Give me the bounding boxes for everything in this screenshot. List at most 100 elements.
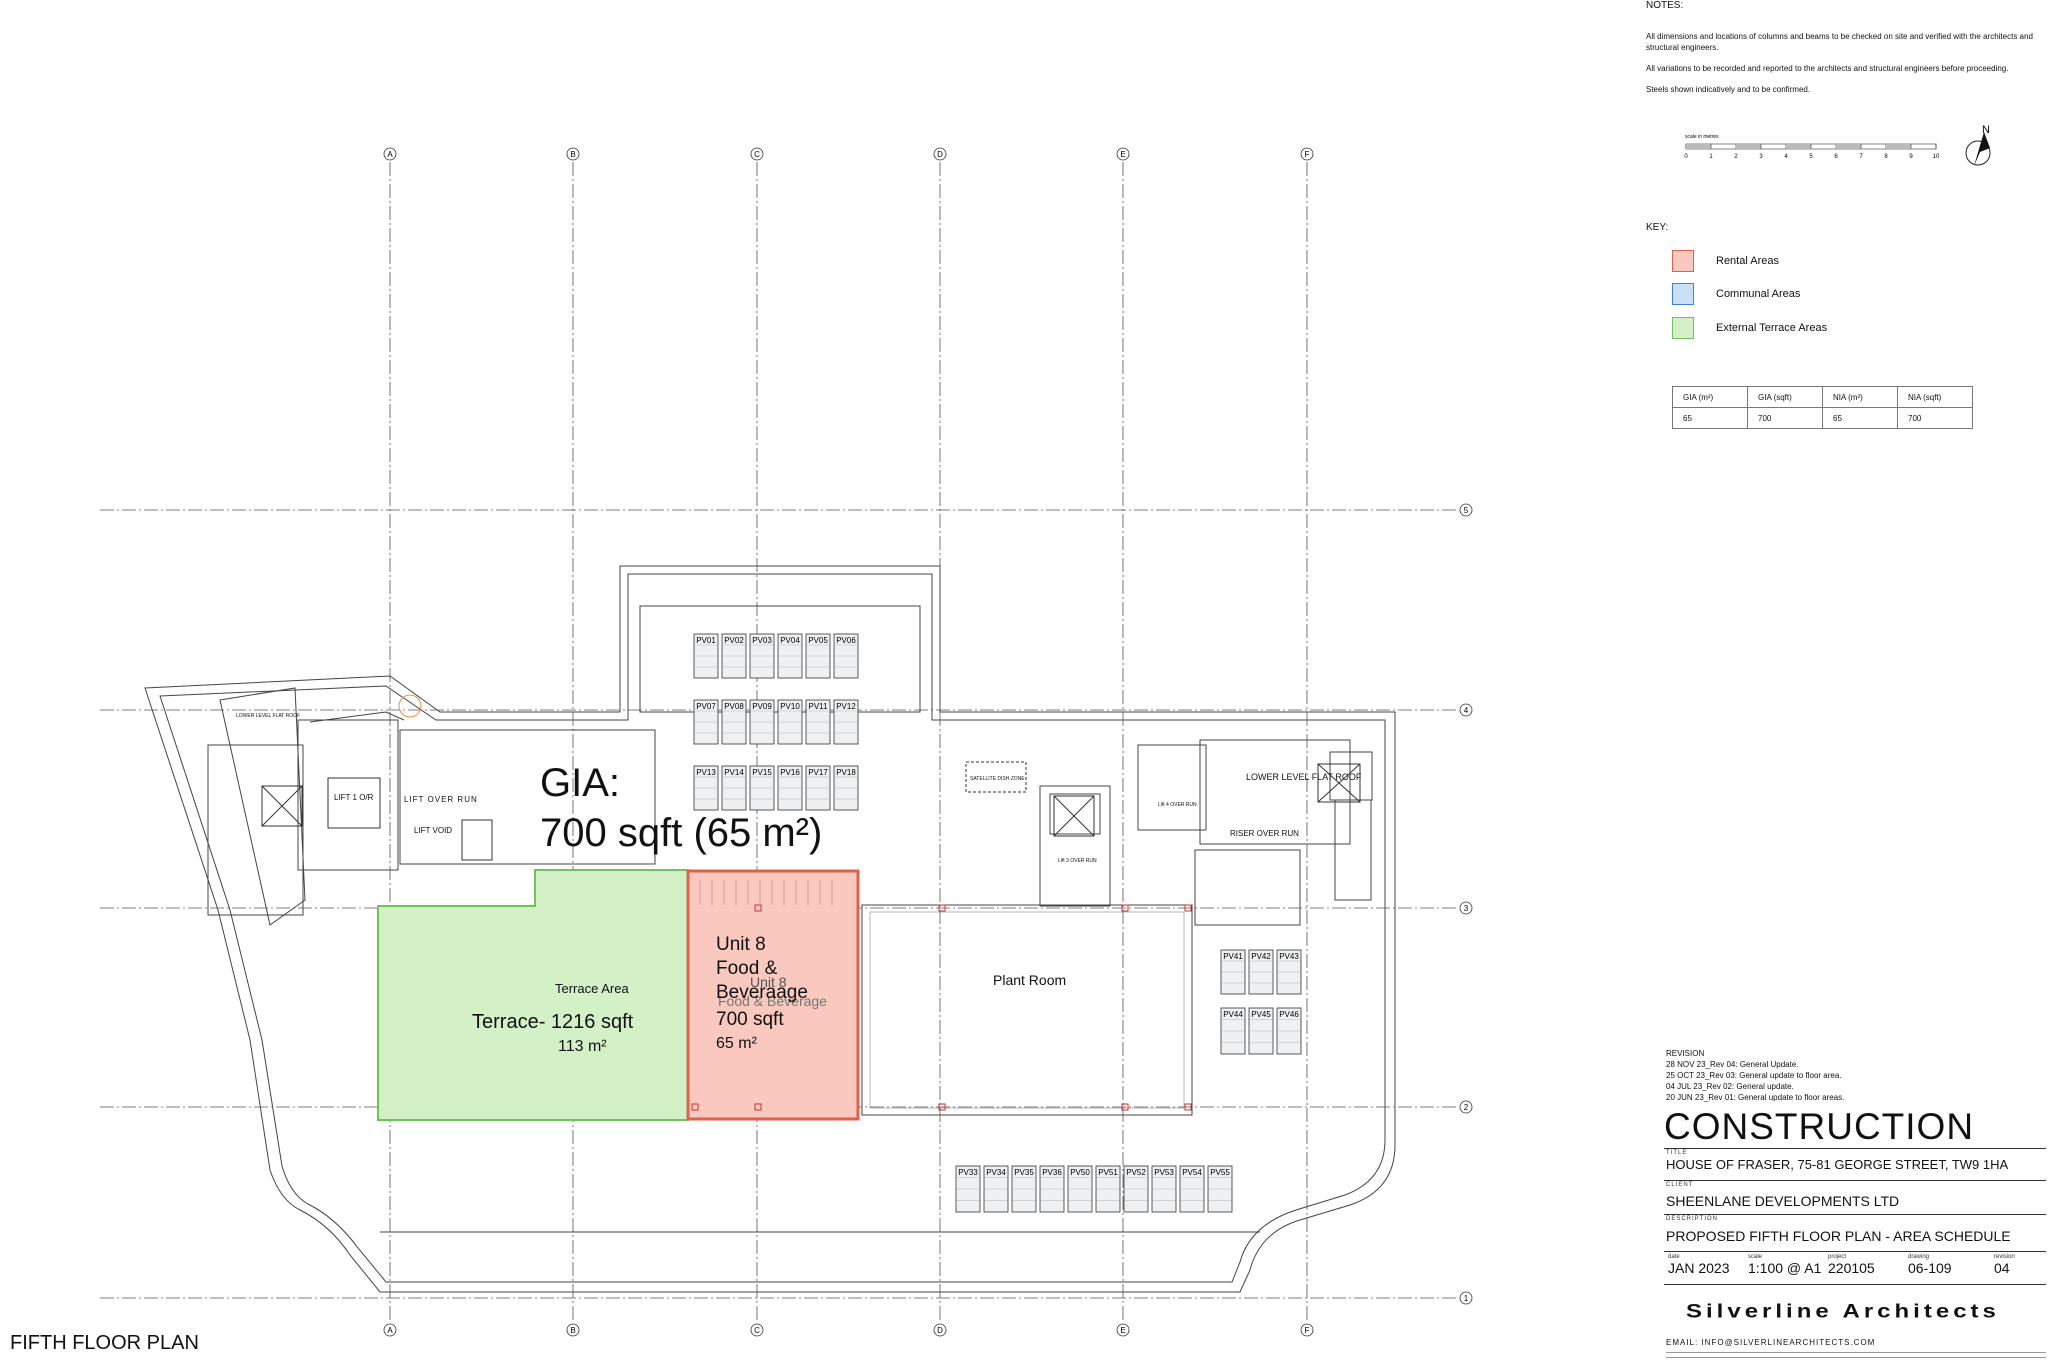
grid-bubble-c [750, 1323, 764, 1337]
table-row: 65 700 65 700 [1672, 407, 1973, 429]
key-swatch-rental [1672, 250, 1694, 272]
revision-line: 04 JUL 23_Rev 02: General update. [1666, 1082, 1794, 1091]
scale-tick-label: 7 [1859, 154, 1863, 160]
pv-panel-label: PV45 [1251, 1010, 1271, 1019]
unit-8-rental-area [686, 869, 860, 1121]
grid-label-f: F [1305, 150, 1310, 159]
pv-panel-label: PV43 [1279, 952, 1299, 961]
grid-label-e: E [1120, 150, 1125, 159]
grid-bubble-c [750, 147, 764, 161]
grid-bubble-a [383, 1323, 397, 1337]
grid-bubble-f [1300, 147, 1314, 161]
pv-panel-label: PV35 [1014, 1168, 1034, 1177]
pv-panel-label: PV03 [752, 636, 772, 645]
grid-bubble-d [933, 147, 947, 161]
table-row: GIA (m²) GIA (sqft) NIA (m²) NIA (sqft) [1672, 386, 1973, 408]
scale-value: 1:100 @ A1 [1748, 1260, 1822, 1276]
grid-bubble-f [1300, 1323, 1314, 1337]
revision-title: REVISION [1666, 1049, 1705, 1058]
pv-panel-label: PV05 [808, 636, 828, 645]
grid-bubble-2 [1459, 1100, 1473, 1114]
date-label: date [1668, 1254, 1680, 1260]
revision-line: 25 OCT 23_Rev 03: General update to floo… [1666, 1071, 1842, 1080]
grid-label-4: 4 [1464, 706, 1469, 715]
pv-panel-label: PV53 [1154, 1168, 1174, 1177]
pv-panel-label: PV11 [809, 702, 829, 711]
divider [1664, 1148, 2046, 1149]
riser-over-run-label: RISER OVER RUN [1230, 829, 1299, 838]
lower-flat-roof-east: LOWER LEVEL FLAT ROOF [1246, 772, 1362, 782]
lift-1-label: LIFT 1 O/R [334, 793, 374, 802]
grid-bubble-5 [1459, 503, 1473, 517]
scale-tick-label: 10 [1933, 154, 1940, 160]
divider [1664, 1214, 2046, 1215]
grid-label-b: B [570, 150, 575, 159]
grid-label-d: D [937, 150, 943, 159]
pv-panel-label: PV42 [1251, 952, 1271, 961]
plant-room-inner [869, 911, 1185, 1109]
grid-bubble-3 [1459, 901, 1473, 915]
unit-ghost-1: Unit 8 [750, 974, 787, 990]
pv-panel-label: PV01 [696, 636, 716, 645]
column-markers [691, 904, 1192, 1111]
floor-title: FIFTH FLOOR PLAN [10, 1332, 199, 1354]
pv-panel-label: PV17 [808, 768, 828, 777]
pv-panel-label: PV18 [836, 768, 856, 777]
satellite-label: SATELLITE DISH ZONE [970, 776, 1025, 782]
pv-panel-label: PV06 [836, 636, 856, 645]
scale-tick-label: 4 [1784, 154, 1788, 160]
grid-label-c: C [754, 1326, 760, 1335]
pv-panel-label: PV08 [724, 702, 744, 711]
unit-8-m2: 65 m² [716, 1035, 758, 1052]
lift-void-label: LIFT VOID [414, 826, 452, 835]
area-schedule-table: GIA (m²) GIA (sqft) NIA (m²) NIA (sqft) … [1672, 386, 1973, 429]
date-value: JAN 2023 [1668, 1260, 1730, 1276]
note-1: All dimensions and locations of columns … [1646, 32, 2033, 52]
scale-tick-label: 9 [1909, 154, 1913, 160]
grid-label-3: 3 [1464, 904, 1469, 913]
divider [1664, 1284, 2046, 1285]
scale-tick-label: 1 [1709, 154, 1713, 160]
grid-bubble-e [1116, 147, 1130, 161]
grid-label-c: C [754, 150, 760, 159]
pv-panel-label: PV14 [724, 768, 744, 777]
notes-heading: NOTES: [1646, 0, 1684, 11]
pv-panel-label: PV50 [1070, 1168, 1090, 1177]
key-label-communal: Communal Areas [1716, 288, 1801, 300]
grid-bubble-4 [1459, 703, 1473, 717]
pv-panel-label: PV41 [1223, 952, 1243, 961]
grid-label-a: A [387, 1326, 393, 1335]
fine-print [1666, 1352, 2046, 1358]
note-3: Steels shown indicatively and to be conf… [1646, 85, 1811, 94]
table-header-cell: NIA (sqft) [1897, 386, 1973, 408]
scale-tick-label: 0 [1684, 154, 1688, 160]
terrace-area [377, 869, 689, 1121]
project-label: project [1828, 1254, 1847, 1260]
client-name: SHEENLANE DEVELOPMENTS LTD [1666, 1193, 1900, 1209]
status-stamp: CONSTRUCTION [1664, 1106, 1975, 1147]
lower-flat-roof-west: LOWER LEVEL FLAT ROOF [236, 713, 300, 719]
grid-label-f: F [1305, 1326, 1310, 1335]
drawing-description: PROPOSED FIFTH FLOOR PLAN - AREA SCHEDUL… [1666, 1228, 2011, 1244]
scale-tick-label: 3 [1759, 154, 1763, 160]
scale-tick-label: 6 [1834, 154, 1838, 160]
grid-label-e: E [1120, 1326, 1125, 1335]
grid-label-d: D [937, 1326, 943, 1335]
plan-text: GIA: 700 sqft (65 m²) Terrace Area Terra… [236, 713, 1362, 1055]
grid-bubble-a [383, 147, 397, 161]
unit-8-label: Unit 8 [716, 934, 766, 955]
pv-panel-label: PV13 [696, 768, 716, 777]
pv-panel-label: PV09 [752, 702, 772, 711]
notes-block: NOTES: All dimensions and locations of c… [1646, 0, 2046, 105]
grid-bubble-b [566, 1323, 580, 1337]
unit-ghost-2: Food & Beverage [718, 993, 827, 1009]
project-title: HOUSE OF FRASER, 75-81 GEORGE STREET, TW… [1666, 1157, 2009, 1172]
gia-value: 700 sqft (65 m²) [540, 811, 822, 855]
divider [1664, 1180, 2046, 1181]
grid-label-2: 2 [1464, 1103, 1469, 1112]
scale-bar-label: scale in metres [1685, 134, 1719, 140]
pv-panel-label: PV36 [1042, 1168, 1062, 1177]
